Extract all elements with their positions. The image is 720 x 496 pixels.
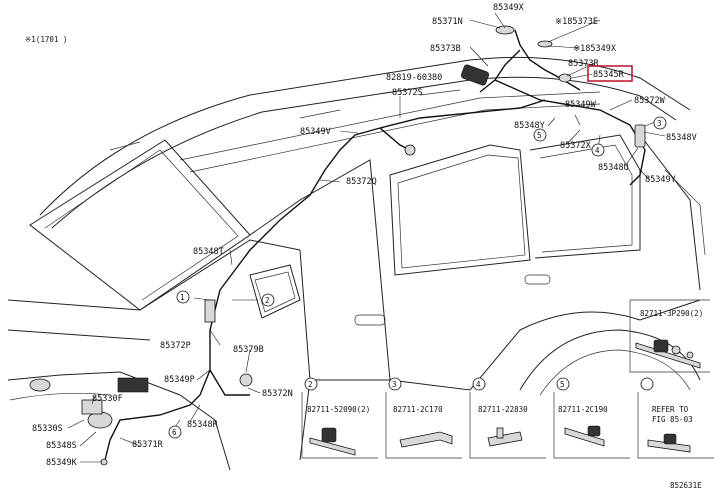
detail-box-4: 4 82711-22830 [469, 377, 546, 459]
label-85373r: 85373R [568, 59, 600, 69]
leader-lines [67, 12, 666, 463]
label-85372n: 85372N [262, 389, 293, 399]
part-labels: ※1(1701 ) 85349X 85371N ※185373E 85373B … [25, 3, 697, 468]
callout-4: 4 [591, 143, 605, 157]
detail-2-part: 82711-52090(2) [307, 405, 370, 414]
detail-box-5: 5 82711-2C190 [553, 377, 630, 459]
detail-4-part: 82711-22830 [478, 405, 528, 414]
label-85349x-mid: ※185349X [573, 44, 617, 54]
callout-1: 1 [176, 290, 190, 304]
svg-text:4: 4 [595, 146, 600, 155]
label-85348y: 85348Y [514, 121, 545, 131]
callouts: 1 2 3 4 5 6 [168, 116, 667, 439]
callout-3: 3 [653, 116, 667, 130]
label-85372q: 85372Q [346, 177, 377, 187]
side-detail-part: 82711-3P290(2) [640, 309, 703, 318]
svg-text:2: 2 [265, 296, 270, 305]
label-85372x: 85372X [560, 141, 592, 151]
label-85345r: 85345R [593, 70, 625, 80]
label-85348t: 85348T [193, 247, 224, 257]
svg-text:5: 5 [537, 131, 542, 140]
label-85349k: 85349K [46, 458, 78, 468]
label-85372p: 85372P [160, 341, 191, 351]
svg-text:4: 4 [476, 380, 481, 389]
detail-3-part: 82711-2C170 [393, 405, 443, 414]
svg-text:2: 2 [308, 380, 313, 389]
label-85371r: 85371R [132, 440, 164, 450]
svg-text:3: 3 [392, 380, 397, 389]
label-82819: 82819-60380 [386, 73, 442, 83]
refer-fig-text: FIG 85-03 [652, 415, 693, 424]
svg-text:1: 1 [180, 293, 185, 302]
detail-boxes: 2 82711-52090(2) 3 82711-2C170 4 82711-2… [301, 377, 714, 459]
label-85348s: 85348S [46, 441, 77, 451]
label-85348u: 85348U [598, 163, 629, 173]
label-85373b: 85373B [430, 44, 461, 54]
callout-2: 2 [261, 293, 275, 307]
detail-box-2: 2 82711-52090(2) [301, 377, 378, 459]
detail-box-3: 3 82711-2C170 [385, 377, 462, 459]
label-85348r: 85348R [187, 420, 219, 430]
label-85372s: 85372S [392, 88, 423, 98]
svg-text:5: 5 [560, 380, 565, 389]
diagram-code: 852631E [670, 481, 702, 490]
label-85349x-top: 85349X [493, 3, 525, 13]
label-85349p: 85349P [164, 375, 195, 385]
label-85348v: 85348V [666, 133, 697, 143]
hose-parts [29, 25, 646, 466]
highlight-85345r[interactable]: 85345R [587, 65, 633, 82]
label-85379b: 85379B [233, 345, 264, 355]
label-85372w: 85372W [634, 96, 666, 106]
label-85371n: 85371N [432, 17, 463, 27]
note-top: ※1(1701 ) [25, 35, 67, 44]
side-detail-box: 82711-3P290(2) [629, 299, 710, 373]
label-85373e: ※185373E [555, 17, 598, 27]
svg-text:3: 3 [657, 119, 662, 128]
label-85349w: 85349W [565, 100, 597, 110]
svg-text:6: 6 [172, 428, 177, 437]
label-85330f: 85330F [92, 394, 123, 404]
label-85349y: 85349Y [645, 175, 676, 185]
refer-to-text: REFER TO [652, 405, 689, 414]
label-85330s: 85330S [32, 424, 63, 434]
detail-5-part: 82711-2C190 [558, 405, 608, 414]
detail-box-refer: REFER TO FIG 85-03 [637, 377, 714, 459]
callout-5: 5 [533, 128, 547, 142]
label-85349v: 85349V [300, 127, 331, 137]
callout-6: 6 [168, 425, 182, 439]
